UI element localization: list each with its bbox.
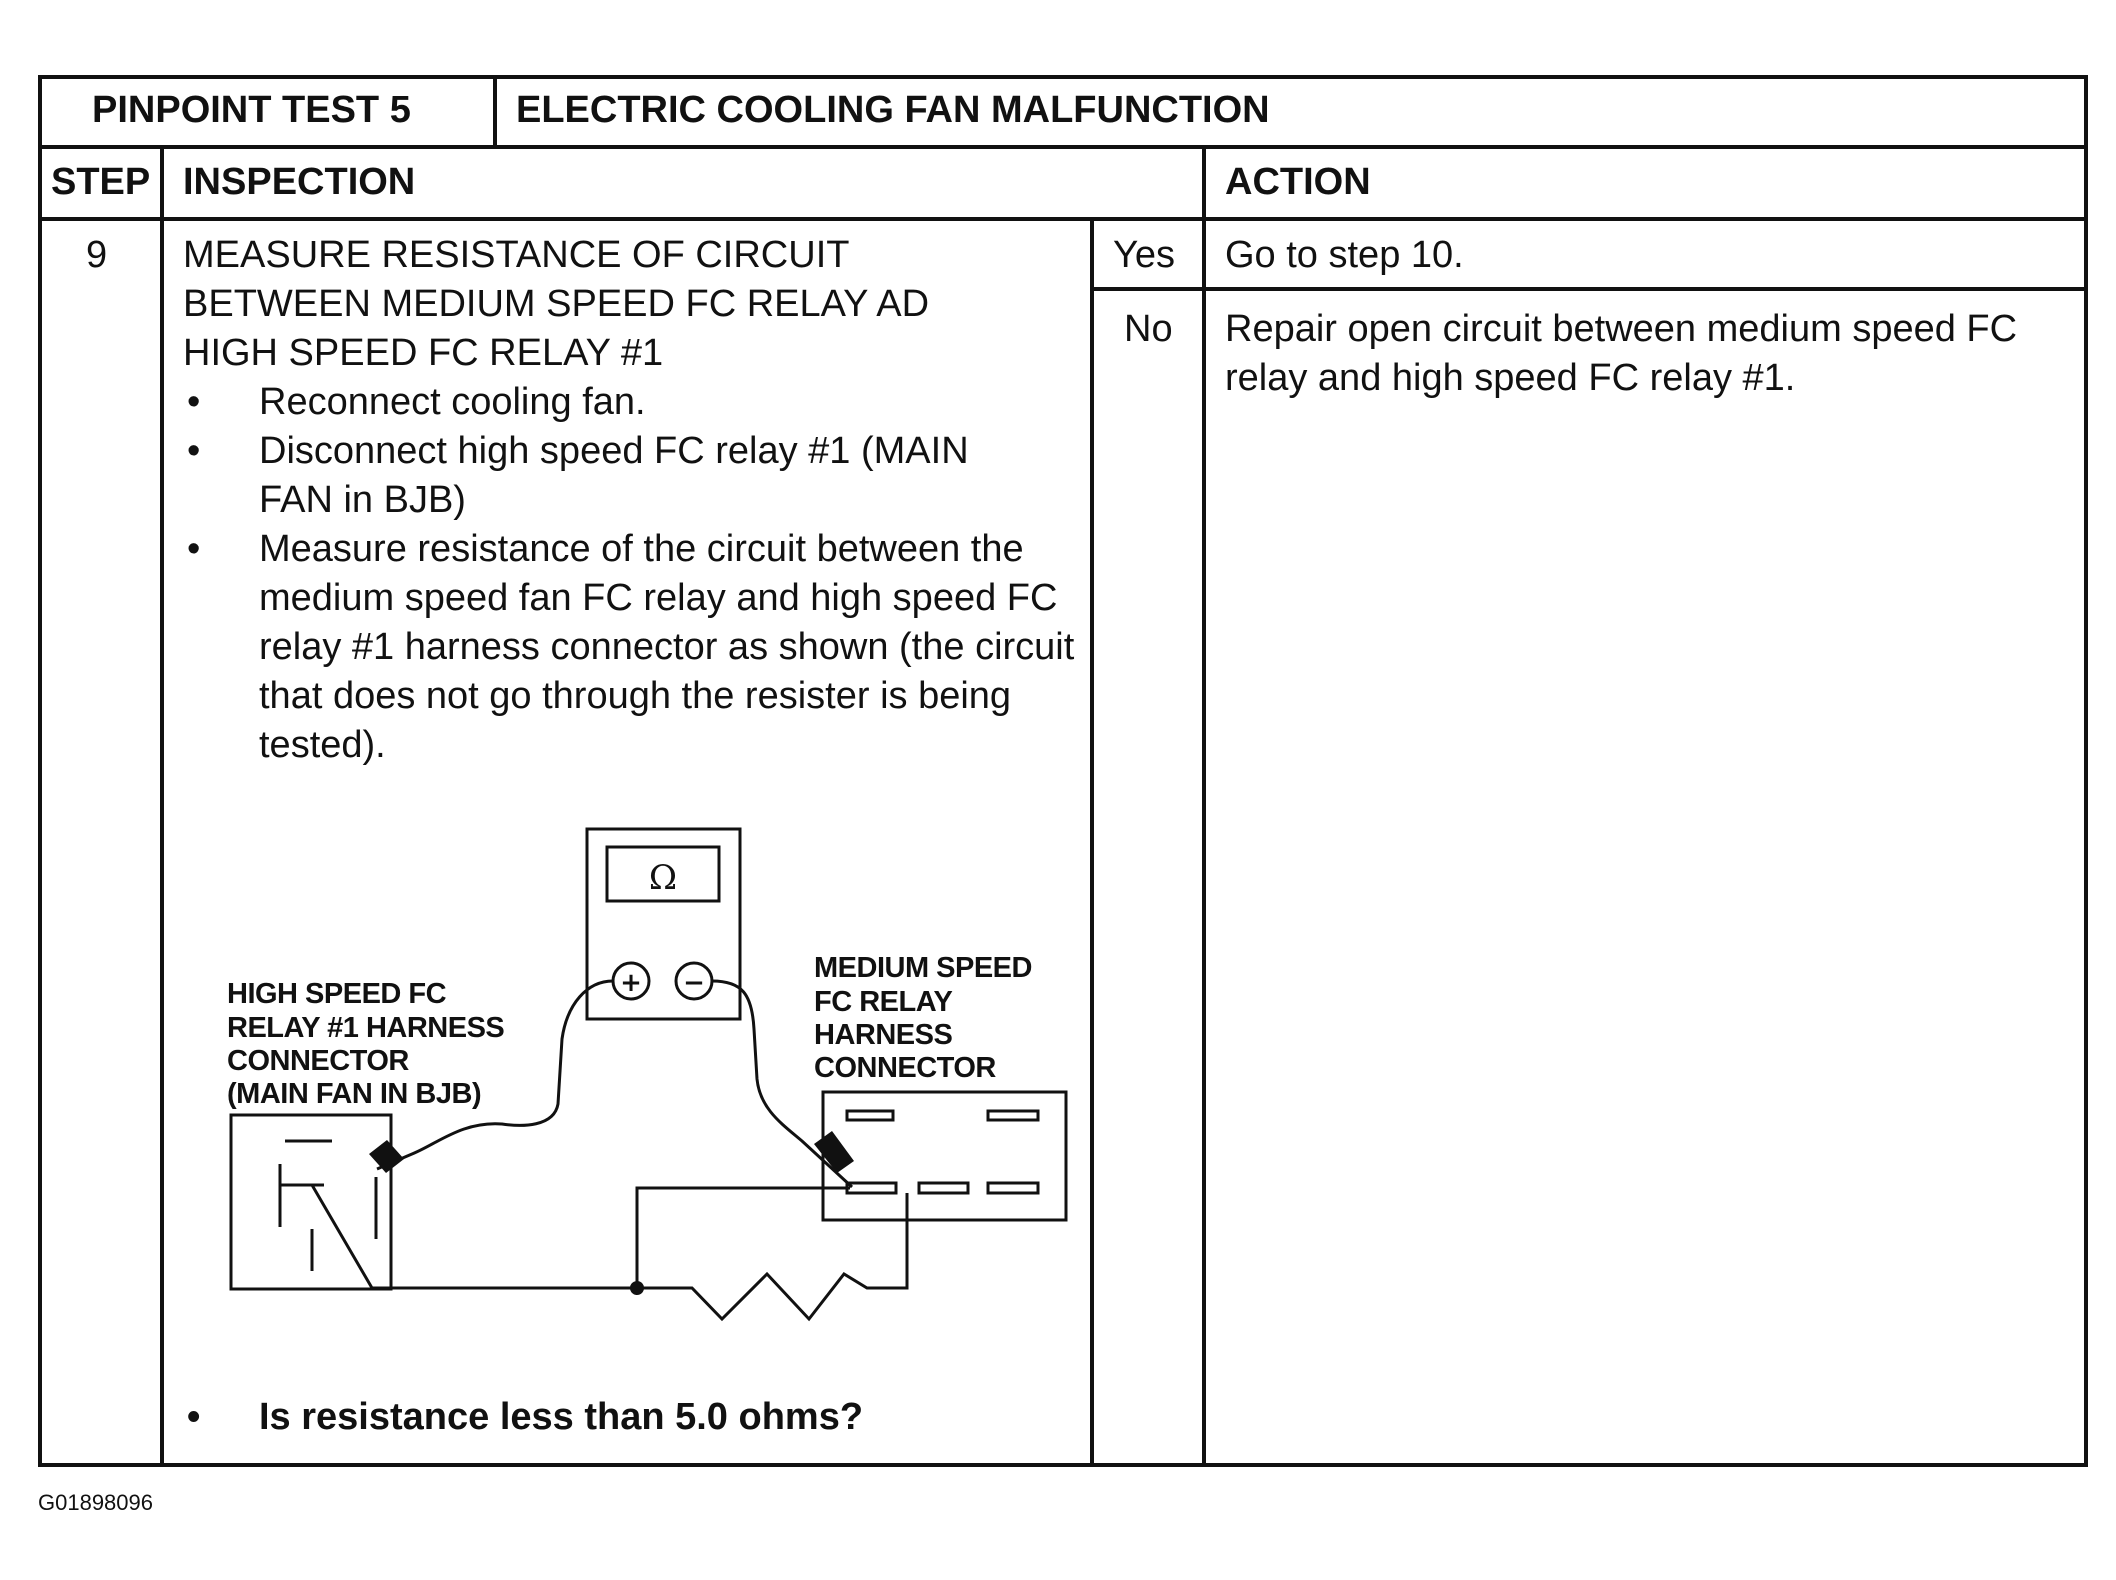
tested-circuit-wire <box>310 1184 637 1290</box>
test-title: ELECTRIC COOLING FAN MALFUNCTION <box>516 89 1270 131</box>
high-speed-relay-label: CONNECTOR <box>227 1045 409 1077</box>
medium-speed-relay-label: MEDIUM SPEED <box>814 952 1032 984</box>
answer-yes: Yes <box>1113 234 1175 276</box>
inspection-column-header: INSPECTION <box>183 161 416 203</box>
medium-speed-relay-label: HARNESS <box>814 1019 952 1051</box>
list-item: Disconnect high speed FC relay #1 (MAIN … <box>187 427 1019 525</box>
question-list: Is resistance less than 5.0 ohms? <box>187 1393 1087 1442</box>
ohmmeter-display <box>605 845 721 903</box>
inspection-title: MEASURE RESISTANCE OF CIRCUIT BETWEEN ME… <box>183 231 929 378</box>
yes-no-divider <box>1090 287 2084 291</box>
column-header-divider <box>42 217 2084 221</box>
ohmmeter-body <box>585 827 742 1021</box>
inspection-title-line: BETWEEN MEDIUM SPEED FC RELAY AD <box>183 283 930 325</box>
negative-probe-lead <box>711 979 854 1189</box>
minus-symbol: − <box>683 968 705 998</box>
connector-to-junction-wire <box>635 1186 850 1288</box>
high-speed-relay-label: RELAY #1 HARNESS <box>227 1012 504 1044</box>
title-divider <box>493 79 497 145</box>
inspection-steps-list: Reconnect cooling fan. Disconnect high s… <box>187 378 1087 770</box>
action-no: Repair open circuit between medium speed… <box>1225 308 2018 399</box>
action-yes: Go to step 10. <box>1225 234 1464 276</box>
medium-speed-relay-connector <box>821 1090 1068 1222</box>
list-item: Reconnect cooling fan. <box>187 378 1087 427</box>
answer-column-divider <box>1090 217 1094 1463</box>
ohm-symbol: Ω <box>649 858 677 898</box>
answer-no: No <box>1124 308 1173 350</box>
resistance-question: Is resistance less than 5.0 ohms? <box>187 1393 1087 1442</box>
resistor-zigzag <box>637 1193 909 1322</box>
resistance-test-diagram: Ω + − HIGH SPEED FC RELAY #1 HARNESS CON… <box>227 827 1068 1322</box>
step-column-divider <box>160 145 164 1463</box>
inspection-title-line: MEASURE RESISTANCE OF CIRCUIT <box>183 234 850 276</box>
high-speed-relay-connector <box>229 1113 393 1291</box>
figure-code: G01898096 <box>38 1490 153 1515</box>
plus-symbol: + <box>620 968 642 998</box>
high-speed-relay-label: (MAIN FAN IN BJB) <box>227 1078 481 1110</box>
positive-probe-lead <box>376 979 614 1171</box>
inspection-title-line: HIGH SPEED FC RELAY #1 <box>183 332 664 374</box>
header-divider <box>42 145 2084 149</box>
step-column-header: STEP <box>51 161 151 203</box>
list-item: Measure resistance of the circuit betwee… <box>187 525 1089 770</box>
medium-speed-relay-label: FC RELAY <box>814 986 952 1018</box>
high-speed-relay-label: HIGH SPEED FC <box>227 978 447 1010</box>
action-column-header: ACTION <box>1225 161 1371 203</box>
step-number: 9 <box>86 234 108 276</box>
medium-speed-relay-label: CONNECTOR <box>814 1052 996 1084</box>
pinpoint-test-table: PINPOINT TEST 5 ELECTRIC COOLING FAN MAL… <box>38 75 2088 1467</box>
junction-dot <box>630 1281 644 1295</box>
test-number-label: PINPOINT TEST 5 <box>92 89 411 131</box>
action-column-divider <box>1202 145 1206 1463</box>
